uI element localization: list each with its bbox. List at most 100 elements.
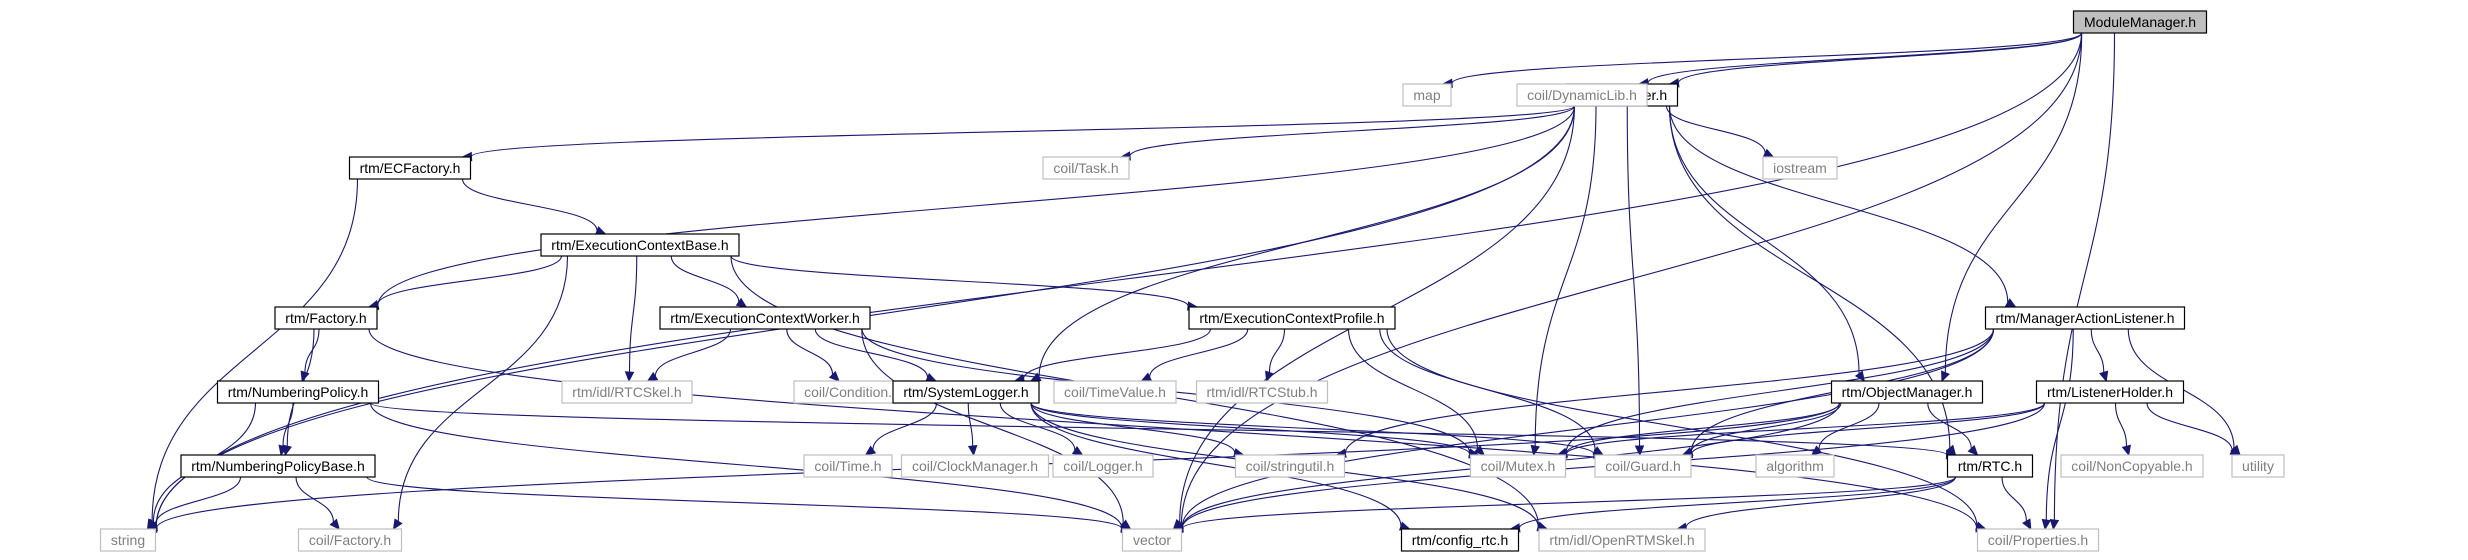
node-mal[interactable]: rtm/ManagerActionListener.h bbox=[1984, 306, 2186, 330]
edge-rtc-to-vector bbox=[1172, 476, 1957, 534]
node-box bbox=[2060, 454, 2204, 478]
node-label: ModuleManager.h bbox=[2084, 14, 2196, 30]
node-label: coil/TimeValue.h bbox=[1064, 384, 1166, 400]
node-label: coil/Time.h bbox=[814, 458, 881, 474]
node-label: coil/Factory.h bbox=[309, 532, 391, 548]
node-ecworker[interactable]: rtm/ExecutionContextWorker.h bbox=[659, 306, 871, 330]
node-numpolicy[interactable]: rtm/NumberingPolicy.h bbox=[216, 380, 380, 404]
edge-numpolicy-to-numpolicybase bbox=[278, 402, 294, 457]
node-objmanager[interactable]: rtm/ObjectManager.h bbox=[1830, 380, 1984, 404]
node-coilfactory[interactable]: coil/Factory.h bbox=[297, 528, 403, 552]
node-box bbox=[803, 454, 893, 478]
node-factory[interactable]: rtm/Factory.h bbox=[274, 306, 378, 330]
dependency-edges bbox=[146, 32, 2242, 534]
edge-numpolicybase-to-string bbox=[146, 476, 242, 530]
node-box bbox=[900, 454, 1050, 478]
node-box bbox=[1830, 380, 1984, 404]
node-label: string bbox=[111, 532, 145, 548]
node-dynamiclib[interactable]: coil/DynamicLib.h bbox=[1516, 83, 1648, 107]
node-algorithm[interactable]: algorithm bbox=[1755, 454, 1835, 478]
edge-rtc-to-properties bbox=[2001, 476, 2032, 531]
edge-listenerholder-to-guard bbox=[1681, 402, 2046, 459]
node-stringutil[interactable]: coil/stringutil.h bbox=[1234, 454, 1346, 478]
node-label: rtm/idl/OpenRTMSkel.h bbox=[1549, 532, 1694, 548]
node-label: iostream bbox=[1773, 160, 1827, 176]
edge-listenerholder-to-noncopyable bbox=[2114, 402, 2131, 457]
node-label: coil/stringutil.h bbox=[1246, 458, 1335, 474]
node-module-manager[interactable]: ModuleManager.h bbox=[2072, 10, 2208, 34]
edge-ecbase-to-coilfactory bbox=[392, 255, 569, 531]
edge-syslogger-to-time bbox=[864, 402, 938, 456]
node-ecbase[interactable]: rtm/ExecutionContextBase.h bbox=[540, 233, 740, 257]
node-condition[interactable]: coil/Condition.h bbox=[793, 380, 911, 404]
node-box bbox=[2072, 10, 2208, 34]
node-numpolicybase[interactable]: rtm/NumberingPolicyBase.h bbox=[180, 454, 376, 478]
edge-ecprofile-to-timevalue bbox=[1140, 328, 1249, 382]
node-label: rtm/Factory.h bbox=[285, 310, 366, 326]
node-guard[interactable]: coil/Guard.h bbox=[1594, 454, 1692, 478]
node-mutex[interactable]: coil/Mutex.h bbox=[1469, 454, 1567, 478]
edge-manager-to-mal bbox=[1668, 105, 2017, 308]
node-label: coil/Task.h bbox=[1053, 160, 1118, 176]
node-label: coil/Properties.h bbox=[1988, 532, 2088, 548]
node-label: coil/Condition.h bbox=[804, 384, 900, 400]
node-config-rtc[interactable]: rtm/config_rtc.h bbox=[1400, 528, 1520, 552]
node-noncopyable[interactable]: coil/NonCopyable.h bbox=[2060, 454, 2204, 478]
node-box bbox=[1195, 380, 1329, 404]
node-box bbox=[274, 306, 378, 330]
node-listenerholder[interactable]: rtm/ListenerHolder.h bbox=[2035, 380, 2185, 404]
node-label: rtm/ExecutionContextBase.h bbox=[551, 237, 728, 253]
edge-rtc-to-openrtmskel bbox=[1675, 476, 1957, 532]
edge-manager-to-guard bbox=[1626, 105, 1645, 457]
edge-manager-to-factory bbox=[367, 105, 1576, 311]
node-box bbox=[1946, 454, 2034, 478]
node-clockmanager[interactable]: coil/ClockManager.h bbox=[900, 454, 1050, 478]
node-properties[interactable]: coil/Properties.h bbox=[1976, 528, 2100, 552]
node-string[interactable]: string bbox=[99, 528, 157, 552]
edge-listenerholder-to-utility bbox=[2146, 402, 2242, 456]
edge-manager-to-objmanager bbox=[1668, 105, 1865, 383]
node-label: rtm/ManagerActionListener.h bbox=[1996, 310, 2175, 326]
node-map[interactable]: map bbox=[1402, 83, 1452, 107]
node-box bbox=[1053, 380, 1177, 404]
node-openrtmskel[interactable]: rtm/idl/OpenRTMSkel.h bbox=[1538, 528, 1706, 552]
node-box bbox=[1234, 454, 1346, 478]
node-rtcskel[interactable]: rtm/idl/RTCSkel.h bbox=[561, 380, 693, 404]
node-label: rtm/idl/RTCSkel.h bbox=[572, 384, 681, 400]
node-box bbox=[1976, 528, 2100, 552]
edge-factory-to-properties bbox=[368, 328, 1987, 533]
node-label: rtm/idl/RTCStub.h bbox=[1207, 384, 1318, 400]
node-label: rtm/NumberingPolicy.h bbox=[228, 384, 369, 400]
node-box bbox=[1594, 454, 1692, 478]
node-rtc[interactable]: rtm/RTC.h bbox=[1946, 454, 2034, 478]
node-label: rtm/RTC.h bbox=[1958, 458, 2022, 474]
node-box bbox=[1121, 528, 1183, 552]
node-label: rtm/ObjectManager.h bbox=[1842, 384, 1973, 400]
node-box bbox=[1984, 306, 2186, 330]
node-syslogger[interactable]: rtm/SystemLogger.h bbox=[892, 380, 1040, 404]
node-timevalue[interactable]: coil/TimeValue.h bbox=[1053, 380, 1177, 404]
node-logger[interactable]: coil/Logger.h bbox=[1052, 454, 1154, 478]
node-box bbox=[1516, 83, 1648, 107]
edge-module_manager-to-objmanager bbox=[1941, 32, 2083, 383]
node-box bbox=[1188, 306, 1396, 330]
node-box bbox=[1762, 156, 1838, 180]
node-label: coil/Mutex.h bbox=[1481, 458, 1556, 474]
node-label: coil/ClockManager.h bbox=[912, 458, 1038, 474]
edge-ecbase-to-rtcskel bbox=[624, 255, 638, 383]
node-time[interactable]: coil/Time.h bbox=[803, 454, 893, 478]
node-label: coil/Guard.h bbox=[1605, 458, 1680, 474]
node-iostream[interactable]: iostream bbox=[1762, 156, 1838, 180]
node-vector[interactable]: vector bbox=[1121, 528, 1183, 552]
node-label: coil/DynamicLib.h bbox=[1527, 87, 1637, 103]
node-label: rtm/ExecutionContextProfile.h bbox=[1199, 310, 1384, 326]
node-label: utility bbox=[2242, 458, 2274, 474]
node-rtcstub[interactable]: rtm/idl/RTCStub.h bbox=[1195, 380, 1329, 404]
node-ecprofile[interactable]: rtm/ExecutionContextProfile.h bbox=[1188, 306, 1396, 330]
node-label: rtm/NumberingPolicyBase.h bbox=[191, 458, 365, 474]
node-utility[interactable]: utility bbox=[2231, 454, 2285, 478]
edge-syslogger-to-logger bbox=[999, 402, 1084, 456]
edge-rtc-to-config_rtc bbox=[1509, 476, 1957, 533]
node-task[interactable]: coil/Task.h bbox=[1042, 156, 1130, 180]
node-ecfactory[interactable]: rtm/ECFactory.h bbox=[348, 156, 472, 180]
